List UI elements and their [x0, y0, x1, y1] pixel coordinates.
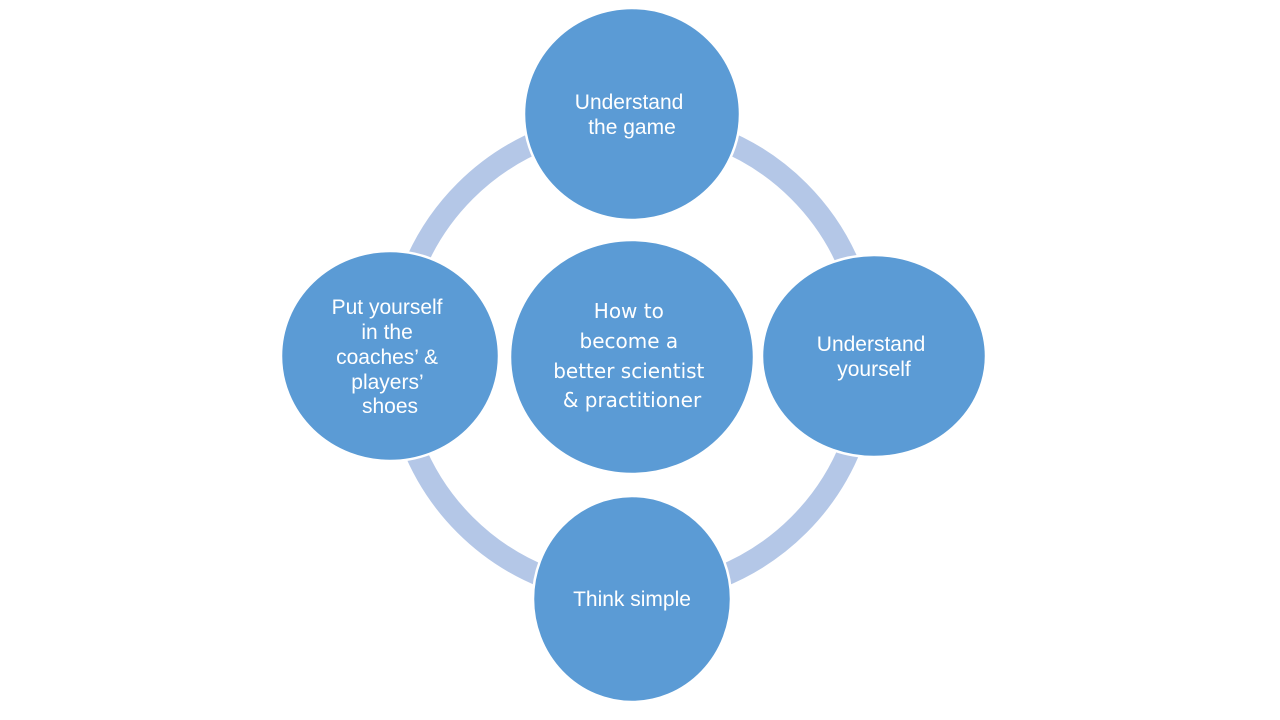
node-right-label: Understand yourself — [817, 333, 931, 381]
node-left-label: Put yourself in the coaches’ & players’ … — [332, 296, 449, 418]
node-bottom: Think simple — [531, 494, 733, 704]
center-node: How to become a better scientist & pract… — [508, 238, 756, 476]
node-left-circle — [279, 249, 501, 463]
node-bottom-circle — [531, 494, 733, 704]
node-top-label: Understand the game — [575, 91, 689, 139]
node-bottom-label: Think simple — [573, 588, 691, 611]
node-right: Understand yourself — [760, 253, 988, 459]
node-top-circle — [522, 6, 742, 222]
center-node-circle — [508, 238, 756, 476]
center-node-label: How to become a better scientist & pract… — [553, 299, 711, 412]
node-top: Understand the game — [522, 6, 742, 222]
node-right-circle — [760, 253, 988, 459]
node-left: Put yourself in the coaches’ & players’ … — [279, 249, 501, 463]
